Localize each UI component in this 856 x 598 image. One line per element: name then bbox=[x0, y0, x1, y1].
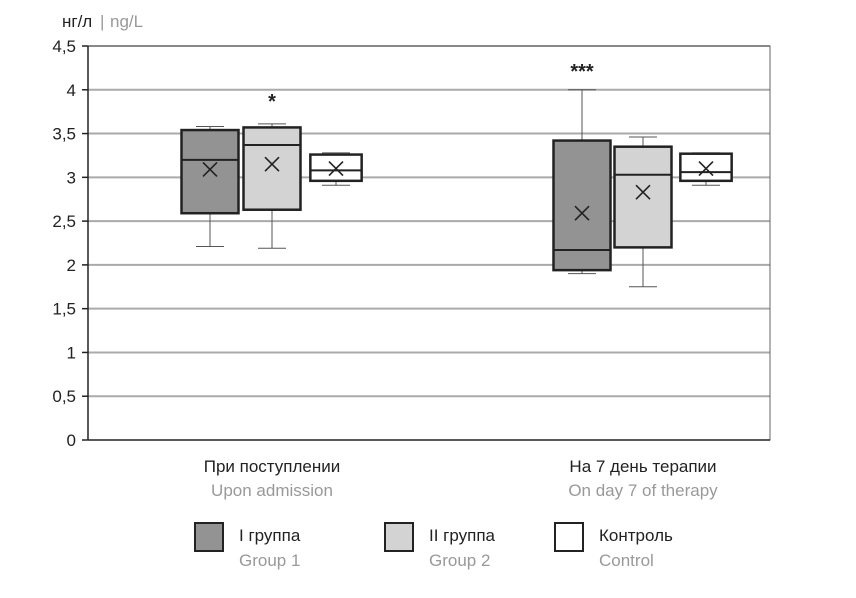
y-tick-label: 4,5 bbox=[52, 37, 76, 56]
y-tick-label: 2,5 bbox=[52, 212, 76, 231]
y-axis-unit-en: ng/L bbox=[110, 12, 143, 31]
legend-label-en: Group 1 bbox=[239, 551, 300, 570]
y-tick-label: 1 bbox=[67, 343, 76, 362]
box bbox=[679, 152, 733, 183]
mean-marker bbox=[635, 184, 651, 200]
category-label-ru: На 7 день терапии bbox=[569, 457, 716, 476]
mean-marker bbox=[574, 205, 590, 221]
category-label-en: Upon admission bbox=[211, 481, 333, 500]
legend-label-ru: II группа bbox=[429, 526, 496, 545]
legend-swatch bbox=[554, 522, 584, 552]
category-label-en: On day 7 of therapy bbox=[568, 481, 718, 500]
significance-marker: *** bbox=[570, 61, 594, 83]
legend-swatch bbox=[194, 522, 224, 552]
box bbox=[309, 153, 363, 183]
y-tick-label: 0,5 bbox=[52, 387, 76, 406]
mean-marker bbox=[264, 156, 280, 172]
y-axis-unit-ru: нг/л bbox=[62, 12, 92, 31]
significance-marker: * bbox=[268, 91, 276, 113]
y-axis-unit-sep: | bbox=[100, 12, 104, 31]
mean-marker bbox=[202, 161, 218, 178]
mean-marker bbox=[328, 161, 344, 177]
box bbox=[552, 139, 612, 272]
legend-label-ru: Контроль bbox=[599, 526, 673, 545]
legend-label-en: Control bbox=[599, 551, 654, 570]
box bbox=[180, 128, 240, 215]
legend-label-ru: I группа bbox=[239, 526, 301, 545]
box bbox=[242, 126, 302, 211]
y-tick-label: 0 bbox=[67, 431, 76, 450]
y-tick-label: 3,5 bbox=[52, 125, 76, 144]
y-tick-label: 3 bbox=[67, 168, 76, 187]
mean-marker bbox=[698, 161, 714, 177]
y-tick-label: 2 bbox=[67, 256, 76, 275]
y-tick-label: 4 bbox=[67, 81, 76, 100]
category-label-ru: При поступлении bbox=[204, 457, 341, 476]
box bbox=[613, 145, 673, 249]
legend-swatch bbox=[384, 522, 414, 552]
y-tick-label: 1,5 bbox=[52, 300, 76, 319]
legend-label-en: Group 2 bbox=[429, 551, 490, 570]
